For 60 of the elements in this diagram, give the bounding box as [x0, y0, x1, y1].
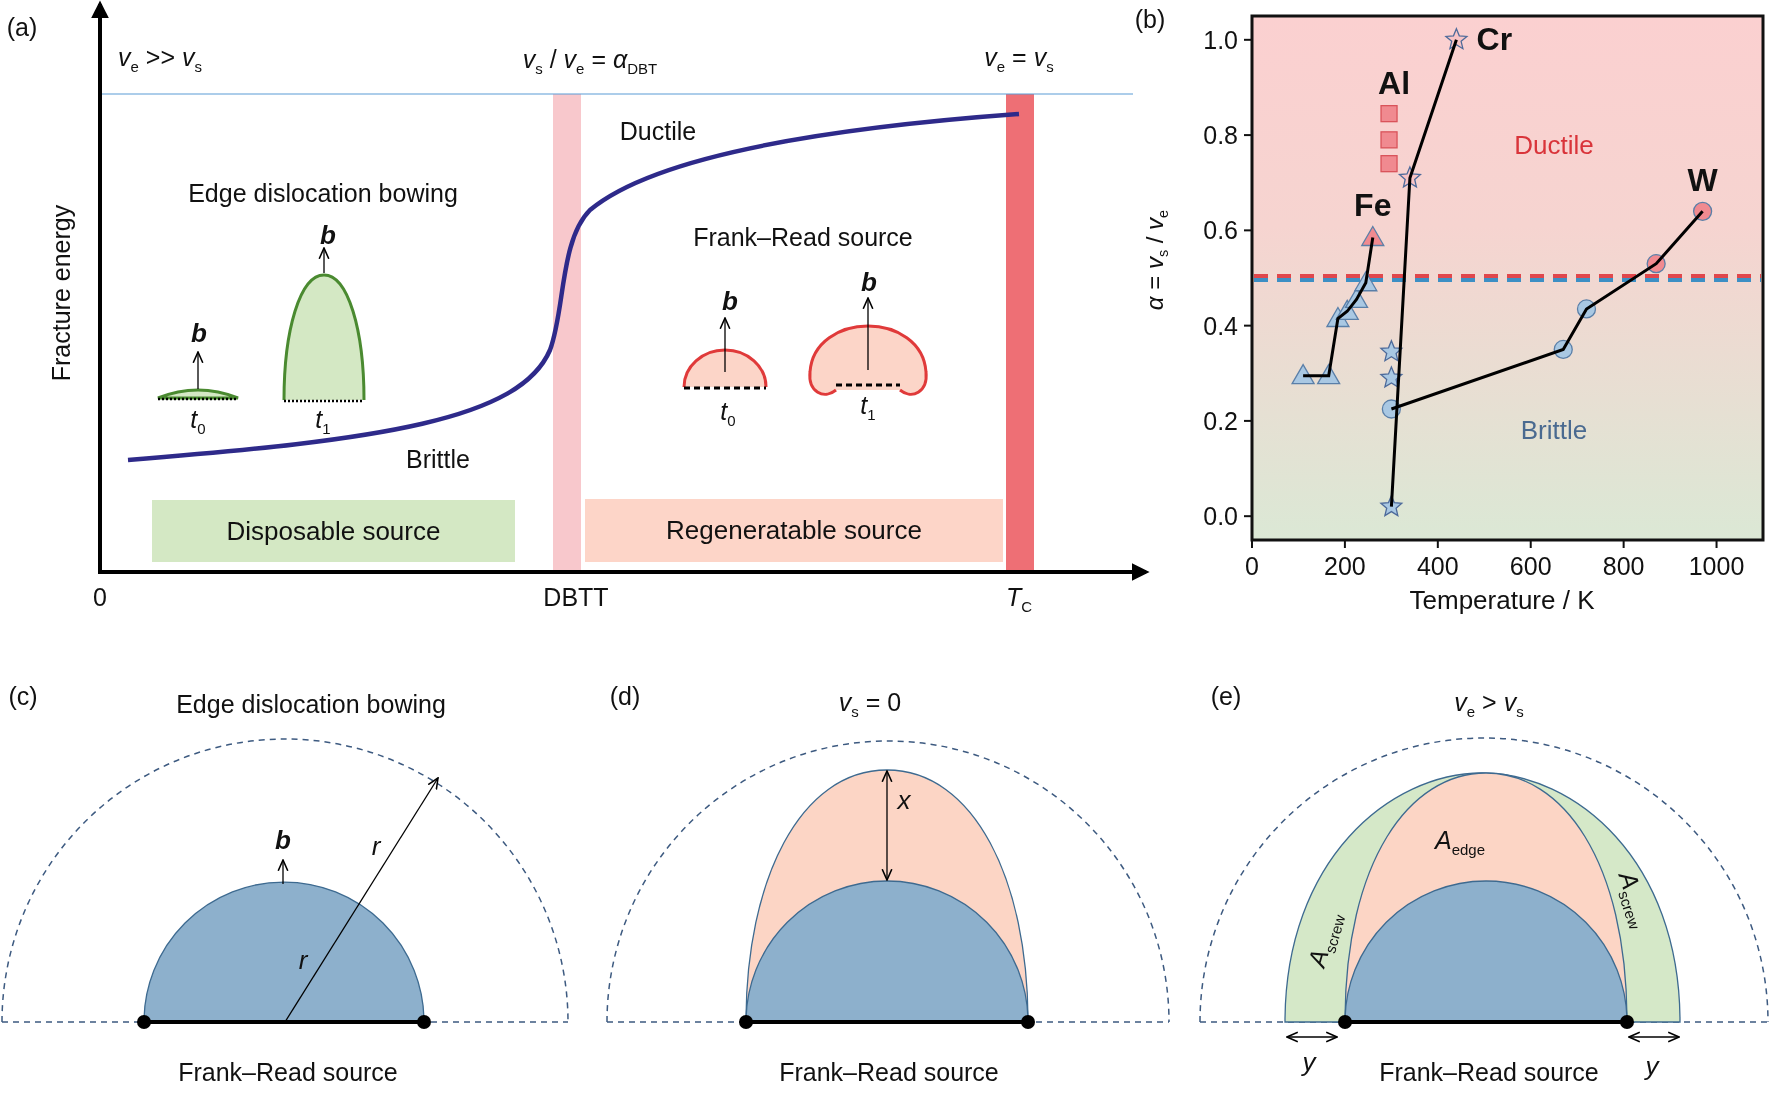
axis-title: Temperature / K [1409, 585, 1595, 615]
region-label: Regeneratable source [666, 515, 922, 546]
vector-label: b [275, 825, 291, 855]
tick-label: 1.0 [1203, 25, 1238, 54]
time-label: t$_{0}$ [190, 406, 206, 438]
tick-label: 400 [1416, 552, 1459, 580]
mechanism-title: Edge dislocation bowing [188, 180, 458, 208]
tick-label: 0 [1245, 552, 1259, 580]
source-label: Frank–Read source [1379, 1059, 1599, 1087]
dimension-label: y [1645, 1051, 1659, 1081]
source-region-box [152, 500, 515, 562]
condition-label: v$_{s}$ / v$_{e}$ = α$_{DBT}$ [522, 46, 658, 78]
tick-label: 200 [1324, 552, 1366, 580]
series-label: W [1687, 163, 1718, 199]
tick-label: 0.0 [1203, 502, 1238, 531]
panel-label: (c) [8, 683, 38, 711]
series-label: Fe [1354, 187, 1392, 224]
region-label: Brittle [1520, 415, 1588, 446]
region-label: Disposable source [226, 515, 441, 547]
dimension-label: y [1302, 1047, 1316, 1077]
vector-label: b [320, 220, 336, 250]
time-label: t$_{1}$ [860, 392, 876, 424]
region-label: Brittle [406, 446, 470, 474]
axis-tick-label: T$_{C}$ [1005, 584, 1033, 616]
radius-label: r [371, 831, 381, 861]
time-label: t$_{1}$ [315, 406, 331, 438]
radius-label: r [298, 945, 308, 975]
panel-label: (e) [1210, 683, 1242, 711]
tick-label: 0.6 [1203, 216, 1238, 245]
area-label: A$_{edge}$ [1434, 827, 1486, 859]
source-label: Frank–Read source [779, 1059, 999, 1087]
tick-label: 0.4 [1203, 311, 1238, 340]
panel-title: v$_{e}$ > v$_{s}$ [1454, 689, 1524, 721]
region-label: Ductile [1514, 129, 1594, 160]
source-label: Frank–Read source [178, 1059, 398, 1087]
tick-label: 0.8 [1203, 121, 1238, 150]
vector-label: b [861, 267, 877, 297]
condition-label: v$_{e}$ >> v$_{s}$ [118, 44, 202, 76]
source-region-box [585, 499, 1003, 562]
tick-label: 800 [1602, 552, 1645, 580]
tick-label: 1000 [1688, 552, 1745, 580]
axis-tick-label: DBTT [543, 584, 609, 612]
axis-title: Fracture energy [48, 204, 76, 382]
axis-tick-label: 0 [93, 584, 107, 612]
panel-title: v$_{s}$ = 0 [838, 689, 902, 721]
region-label: Ductile [619, 118, 697, 146]
mechanism-title: Frank–Read source [693, 224, 913, 252]
panel-label: (d) [609, 683, 641, 711]
dimension-label: x [897, 785, 911, 815]
tick-label: 600 [1509, 552, 1552, 580]
tick-label: 0.2 [1203, 406, 1238, 435]
series-label: Al [1378, 66, 1411, 102]
time-label: t$_{0}$ [720, 398, 736, 430]
panel-label: (b) [1134, 6, 1166, 34]
series-label: Cr [1476, 22, 1513, 58]
vector-label: b [191, 318, 207, 348]
panel-label: (a) [6, 14, 38, 42]
panel-title: Edge dislocation bowing [176, 691, 446, 719]
condition-label: v$_{e}$ = v$_{s}$ [984, 44, 1054, 76]
vector-label: b [722, 286, 738, 316]
